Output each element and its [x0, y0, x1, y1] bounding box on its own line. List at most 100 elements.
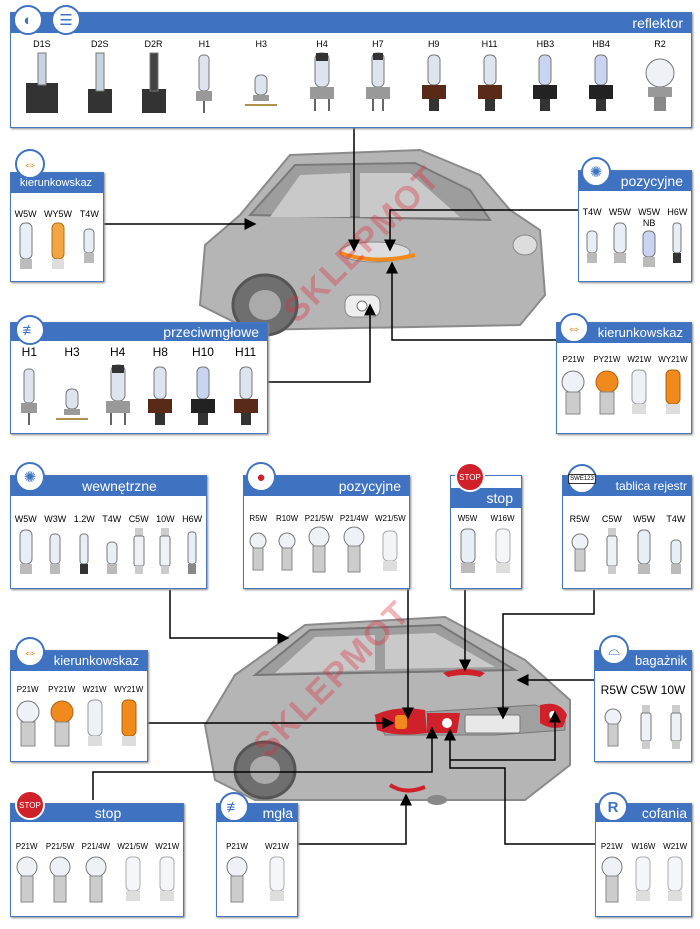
bulb-item: H10 — [188, 345, 218, 427]
position-light-icon: ✺ — [581, 157, 611, 187]
panel-title: pozycyjne — [620, 173, 683, 189]
panel-title: mgła — [262, 805, 293, 821]
bulb-label: H10 — [191, 345, 214, 359]
headlight-beam-icon: ◐ — [13, 5, 43, 35]
bulb-label: 1.2W — [73, 514, 95, 524]
bulb-item: WY5W — [44, 209, 72, 273]
bulb-item: W5W — [633, 514, 655, 578]
bulb-list-text: R5W C5W 10W — [600, 683, 686, 697]
bulb-item: H7 — [363, 39, 393, 115]
panel-header: reflektor — [11, 13, 691, 33]
stop-sign-icon: STOP — [455, 462, 485, 492]
car-front-illustration — [198, 148, 547, 337]
panel-title: wewnętrzne — [82, 478, 157, 494]
bulb-label: T4W — [79, 209, 99, 219]
panel-header: pozycyjne — [244, 476, 409, 496]
panel-title: kierunkowskaz — [597, 325, 683, 340]
bulb-item: W16W — [491, 514, 515, 577]
bulb-item: R10W — [276, 514, 298, 577]
bulb-item: H3 — [54, 345, 90, 427]
panel-kierunkowskaz-rear: kierunkowskaz ⇔ P21W PY21W W21W WY21W — [10, 637, 148, 762]
bulb-label: W21W — [82, 685, 107, 694]
bulb-item: H9 — [419, 39, 449, 115]
bulb-item — [638, 703, 654, 751]
panel-title: bagażnik — [634, 653, 687, 668]
rear-fog-icon: ≢ — [219, 792, 249, 822]
panel-tablica: tablica rejestr SWE123 R5W C5W W5W T4W — [562, 464, 692, 589]
bulb-label: P21/5W — [304, 514, 334, 523]
bulb-label: C5W — [128, 514, 149, 524]
bulb-label: P21W — [226, 842, 248, 851]
bulb-item: W21W — [627, 355, 651, 422]
bulb-item: C5W — [602, 514, 622, 578]
bulb-label: H6W — [667, 207, 688, 217]
bulb-label: WY21W — [658, 355, 688, 364]
bulb-item: H11 — [475, 39, 505, 115]
panel-title: kierunkowskaz — [19, 177, 93, 189]
bulb-item: D2R — [140, 39, 168, 115]
bulb-item: P21/5W — [46, 842, 74, 909]
bulb-item: W5W NB — [638, 207, 660, 269]
fog-light-icon: ≢ — [15, 315, 45, 345]
bulb-label: H1 — [21, 345, 37, 359]
bulb-item: H1 — [193, 39, 215, 115]
bulb-label: 10W — [156, 514, 175, 524]
bulb-label: W21/5W — [374, 514, 406, 523]
bulb-item: H6W — [667, 207, 687, 269]
bulb-label: R2 — [654, 39, 666, 49]
bulb-label: W16W — [490, 514, 515, 523]
bulb-item: T4W — [666, 514, 685, 578]
bulb-item: HB4 — [586, 39, 616, 115]
bulb-label: R10W — [275, 514, 299, 523]
bulb-item: W5W — [458, 514, 478, 577]
reverse-light-icon: R — [598, 792, 628, 822]
bulb-list: H1 H3 H4 H8 H10 H11 — [11, 345, 267, 427]
bulb-item: W21/5W — [117, 842, 148, 909]
bulb-label: PY21W — [48, 685, 76, 694]
bulb-label: H1 — [198, 39, 211, 49]
panel-title: cofania — [641, 805, 687, 821]
bulb-item: W16W — [631, 842, 655, 909]
bulb-item: W21/5W — [375, 514, 406, 577]
bulb-label: W5W — [633, 514, 656, 524]
bulb-item: W5W — [609, 207, 631, 269]
panel-title: stop — [94, 805, 122, 821]
bulb-list — [595, 703, 691, 751]
panel-pozycyjne-front: pozycyjne ✺ T4W W5W W5W NB H6W — [578, 157, 692, 282]
bulb-label: H9 — [427, 39, 440, 49]
stop-sign-text: STOP — [459, 472, 481, 482]
bulb-list: P21W P21/5W P21/4W W21/5W W21W — [11, 842, 183, 909]
license-plate-icon: SWE123 — [567, 464, 597, 494]
bulb-label: PY21W — [593, 355, 621, 364]
panel-header: wewnętrzne — [11, 476, 206, 496]
bulb-item: P21W — [15, 685, 41, 754]
bulb-item: D2S — [86, 39, 114, 115]
bulb-list: R5W C5W W5W T4W — [563, 514, 691, 578]
license-plate-text: SWE123 — [568, 474, 596, 484]
panel-header: stop — [451, 488, 521, 508]
stop-sign-icon: STOP — [15, 790, 45, 820]
bulb-label: WY21W — [113, 685, 144, 694]
turn-signal-icon: ⇔ — [15, 149, 45, 179]
bulb-label: H8 — [152, 345, 168, 359]
bulb-item: H1 — [17, 345, 41, 427]
bulb-item: T4W — [583, 207, 602, 269]
bulb-label: P21W — [15, 842, 38, 851]
bulb-label: H3 — [255, 39, 267, 49]
bulb-item: P21W — [600, 842, 624, 909]
panel-header: kierunkowskaz — [557, 323, 691, 343]
bulb-label: H11 — [481, 39, 498, 49]
bulb-label: P21W — [16, 685, 39, 694]
bulb-label: W16W — [631, 842, 656, 851]
bulb-label: H3 — [64, 345, 80, 359]
bulb-item: P21/4W — [82, 842, 110, 909]
bulb-item: 10W — [156, 514, 175, 578]
interior-light-icon: ✺ — [15, 462, 45, 492]
panel-kierunkowskaz-front-right: kierunkowskaz ⇔ P21W PY21W W21W WY21W — [556, 313, 692, 434]
bulb-item: W21W — [155, 842, 179, 909]
bulb-label: D2S — [90, 39, 109, 49]
bulb-item: WY21W — [114, 685, 143, 754]
headlight-beam-icon: ☰ — [51, 5, 81, 35]
bulb-item — [602, 703, 624, 751]
bulb-list: W5W W16W — [451, 514, 521, 577]
